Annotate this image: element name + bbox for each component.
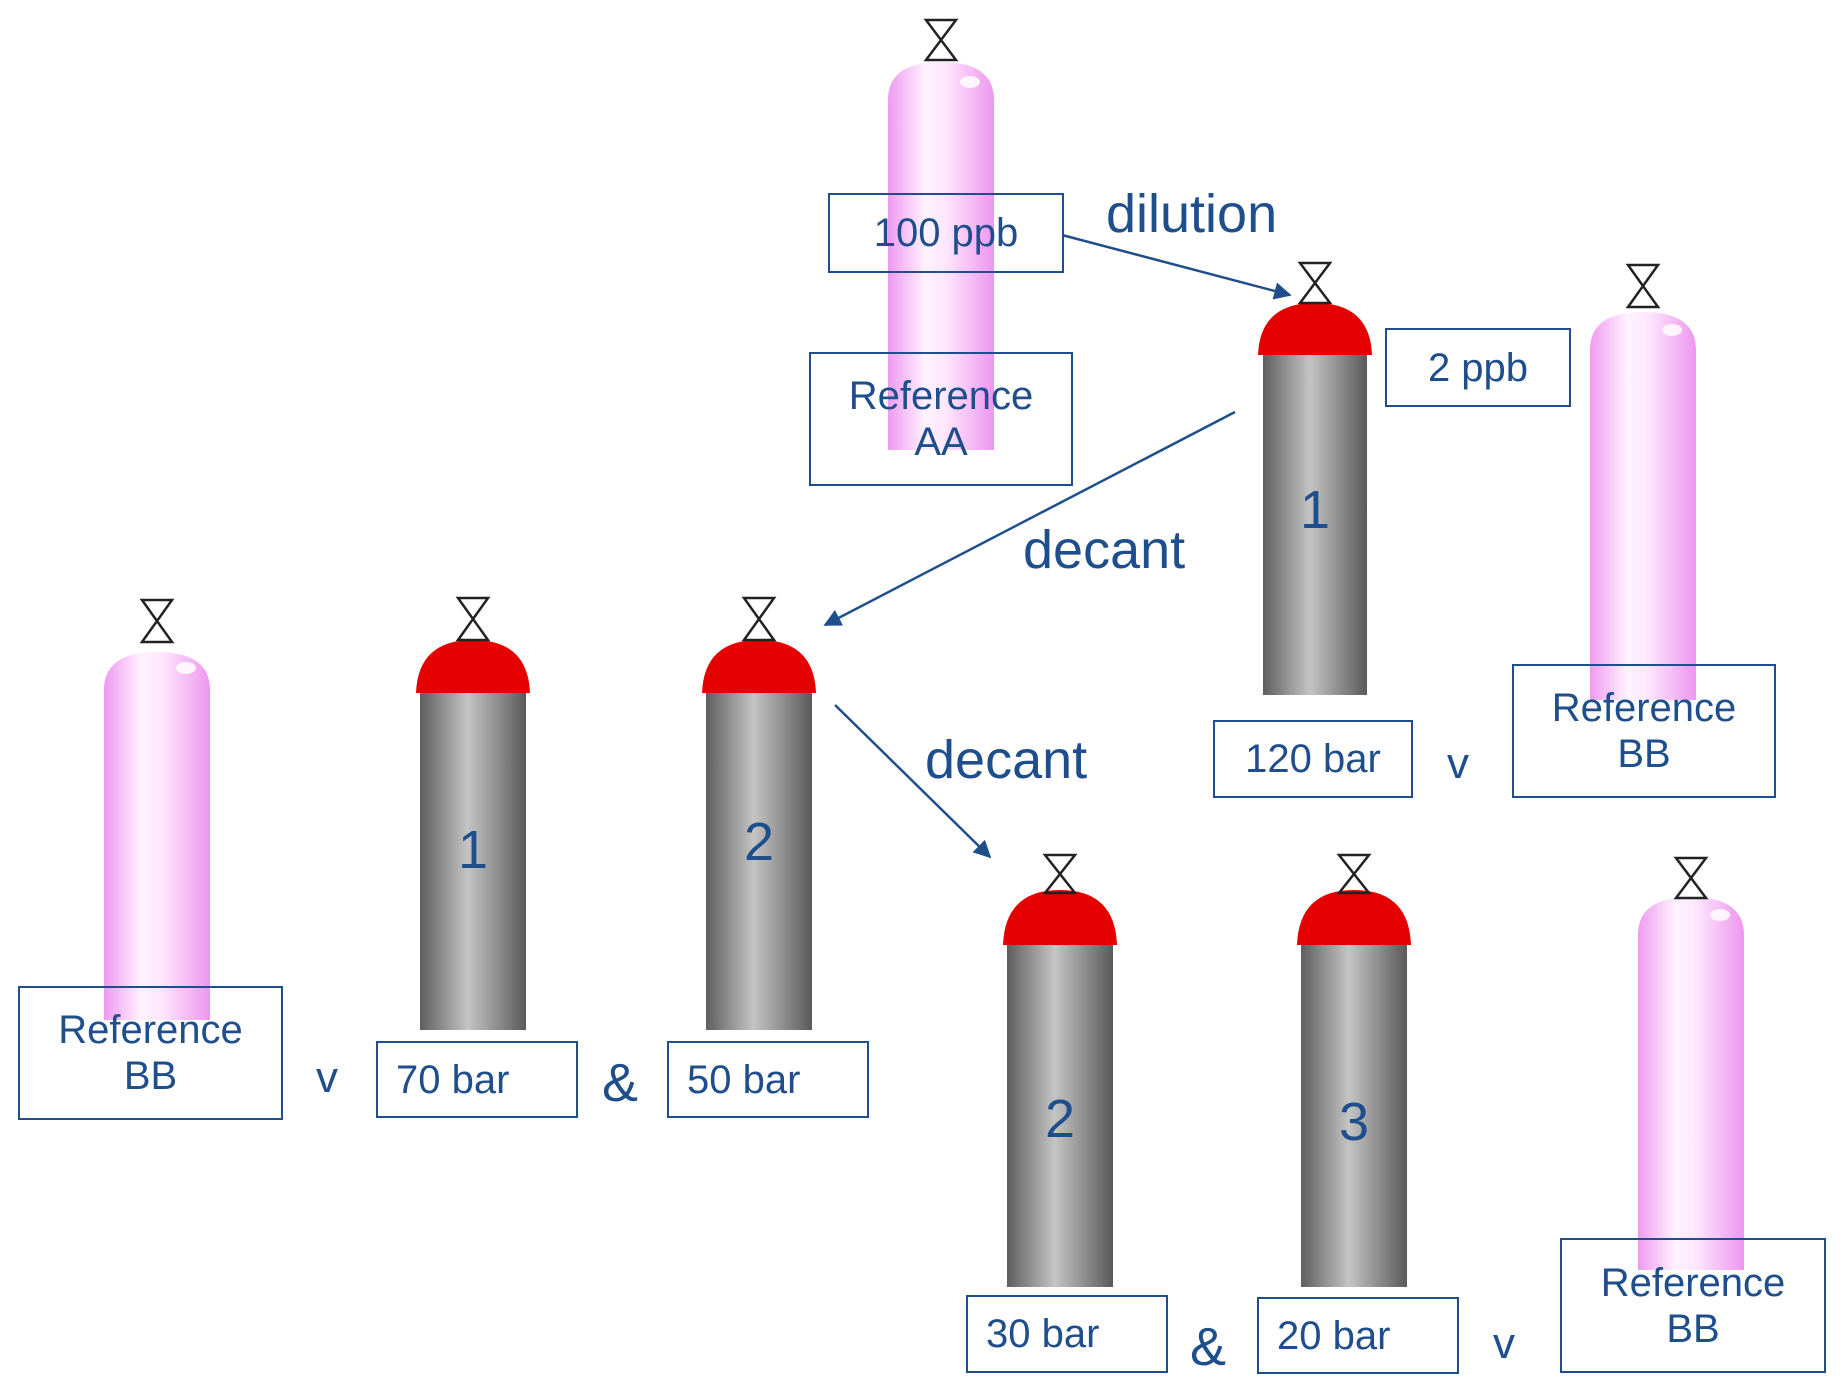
stage1-versus: v bbox=[1447, 739, 1469, 788]
stage3-pressure-2: 20 bar bbox=[1277, 1313, 1391, 1358]
reference-aa-line1: Reference bbox=[848, 374, 1034, 418]
stage3-pressure-2-box: 20 bar bbox=[1257, 1297, 1459, 1374]
source-concentration: 100 ppb bbox=[873, 211, 1019, 255]
gas-cylinder-stage2-1 bbox=[416, 596, 530, 1030]
stage3-joiner: & bbox=[1190, 1317, 1227, 1377]
valve-icon bbox=[1625, 263, 1661, 309]
stage2-joiner: & bbox=[602, 1053, 639, 1113]
valve-icon bbox=[1042, 853, 1078, 895]
stage2-cylinder-2-number: 2 bbox=[743, 812, 775, 872]
stage1-concentration-box: 2 ppb bbox=[1385, 328, 1571, 407]
stage1-concentration: 2 ppb bbox=[1427, 345, 1529, 390]
reference-cylinder-bb-left bbox=[104, 598, 210, 1020]
valve-icon bbox=[1336, 853, 1372, 895]
stage2-versus: v bbox=[316, 1053, 338, 1102]
reference-cylinder-bb-bottom bbox=[1638, 856, 1744, 1270]
dilution-arrow bbox=[1061, 233, 1292, 300]
stage1-reference-line2: BB bbox=[1617, 732, 1671, 776]
reference-cylinder-bb-top bbox=[1590, 263, 1696, 700]
stage2-cylinder-1-number: 1 bbox=[457, 820, 489, 880]
reference-aa-line2: AA bbox=[914, 420, 968, 464]
decant-label-2: decant bbox=[925, 730, 1088, 790]
stage2-reference-line2: BB bbox=[123, 1054, 178, 1098]
decant-arrow-1 bbox=[823, 410, 1236, 627]
decant-label-1: decant bbox=[1023, 520, 1186, 580]
stage2-pressure-2-box: 50 bar bbox=[667, 1041, 869, 1118]
valve-icon bbox=[1673, 856, 1709, 900]
source-concentration-box: 100 ppb bbox=[828, 193, 1064, 273]
stage3-cylinder-3-number: 3 bbox=[1338, 1092, 1370, 1152]
stage2-reference-line1: Reference bbox=[58, 1008, 243, 1052]
stage1-reference-box: Reference BB bbox=[1512, 664, 1776, 798]
stage1-pressure-box: 120 bar bbox=[1213, 720, 1413, 798]
stage3-reference-box: Reference BB bbox=[1560, 1238, 1826, 1373]
gas-cylinder-stage3-2 bbox=[1003, 853, 1117, 1287]
valve-icon bbox=[455, 596, 491, 642]
stage3-pressure-1: 30 bar bbox=[986, 1312, 1100, 1356]
valve-icon bbox=[1297, 261, 1333, 305]
stage1-pressure: 120 bar bbox=[1245, 737, 1381, 781]
gas-cylinder-stage1 bbox=[1258, 261, 1372, 695]
stage3-cylinder-2-number: 2 bbox=[1044, 1089, 1076, 1149]
stage2-pressure-1: 70 bar bbox=[396, 1057, 510, 1102]
decant-arrow-2 bbox=[834, 704, 992, 859]
stage2-pressure-2: 50 bar bbox=[687, 1057, 801, 1102]
stage3-pressure-1-box: 30 bar bbox=[966, 1295, 1168, 1373]
valve-icon bbox=[139, 598, 175, 644]
stage2-pressure-1-box: 70 bar bbox=[376, 1041, 578, 1118]
stage1-reference-line1: Reference bbox=[1551, 686, 1737, 730]
stage3-reference-line2: BB bbox=[1666, 1306, 1720, 1351]
gas-cylinder-stage2-2 bbox=[702, 596, 816, 1030]
stage2-reference-box: Reference BB bbox=[18, 986, 283, 1120]
stage3-versus: v bbox=[1493, 1319, 1515, 1368]
stage1-cylinder-number: 1 bbox=[1299, 480, 1331, 540]
valve-icon bbox=[741, 596, 777, 642]
valve-icon bbox=[923, 18, 959, 62]
reference-aa-box: Reference AA bbox=[809, 352, 1073, 486]
stage3-reference-line1: Reference bbox=[1600, 1260, 1786, 1305]
dilution-label: dilution bbox=[1106, 184, 1278, 244]
gas-cylinder-stage3-3 bbox=[1297, 853, 1411, 1287]
